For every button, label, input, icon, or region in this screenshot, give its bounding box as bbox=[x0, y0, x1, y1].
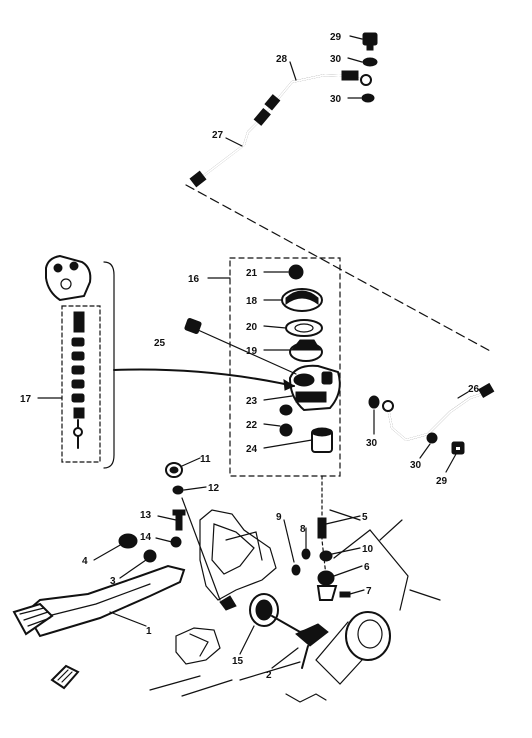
callout-2: 2 bbox=[266, 670, 272, 681]
spring-hook-11 bbox=[165, 462, 183, 478]
repair-kit-piston-stack bbox=[71, 311, 85, 449]
repair-kit-bracket bbox=[103, 261, 115, 469]
repair-kit-group-box bbox=[61, 305, 101, 463]
callout-5: 5 bbox=[362, 512, 368, 523]
callout-9: 9 bbox=[276, 512, 282, 523]
master-cylinder-group-box bbox=[229, 257, 341, 477]
callout-30-right-1: 30 bbox=[366, 438, 378, 449]
callout-15: 15 bbox=[232, 656, 244, 667]
brake-pedal bbox=[12, 564, 186, 638]
push-rod-clevis bbox=[316, 517, 338, 601]
callout-30-top-2: 30 bbox=[330, 94, 342, 105]
callout-6: 6 bbox=[364, 562, 370, 573]
washer-12 bbox=[172, 485, 184, 495]
kit-arrow-head bbox=[283, 379, 296, 391]
callout-22: 22 bbox=[246, 420, 258, 431]
push-rod bbox=[321, 475, 327, 577]
cotter-pin-7 bbox=[339, 591, 351, 598]
callout-8: 8 bbox=[300, 524, 306, 535]
leader-lines bbox=[37, 35, 469, 669]
callout-25: 25 bbox=[154, 338, 166, 349]
callout-1: 1 bbox=[146, 626, 152, 637]
master-cylinder-body bbox=[288, 364, 341, 412]
callout-24: 24 bbox=[246, 444, 258, 455]
callout-13: 13 bbox=[140, 510, 152, 521]
callout-12: 12 bbox=[208, 483, 220, 494]
pin-8 bbox=[301, 548, 311, 560]
bolt-13 bbox=[172, 509, 186, 531]
right-brake-hose bbox=[382, 382, 495, 442]
callout-29-top: 29 bbox=[330, 32, 342, 43]
reference-line bbox=[185, 184, 493, 353]
callout-26: 26 bbox=[468, 384, 480, 395]
callout-3: 3 bbox=[110, 576, 116, 587]
callout-28: 28 bbox=[276, 54, 288, 65]
copper-washer-right-1 bbox=[368, 395, 380, 409]
callout-11: 11 bbox=[200, 454, 211, 465]
adjuster-3 bbox=[143, 549, 157, 563]
callout-30-right-2: 30 bbox=[410, 460, 422, 471]
kit-arrow bbox=[113, 368, 295, 387]
callout-20: 20 bbox=[246, 322, 258, 333]
copper-washer-right-2 bbox=[426, 432, 438, 444]
callout-19: 19 bbox=[246, 346, 258, 357]
callout-18: 18 bbox=[246, 296, 258, 307]
upper-brake-hose bbox=[189, 70, 372, 188]
frame-marking-badge bbox=[50, 664, 80, 690]
callout-7: 7 bbox=[366, 586, 372, 597]
callout-30-top-1: 30 bbox=[330, 54, 342, 65]
mounting-bolt-right bbox=[279, 423, 293, 437]
union-bolt-top bbox=[362, 32, 378, 51]
pedal-shaft-2 bbox=[295, 623, 329, 669]
leader-25 bbox=[197, 329, 297, 375]
frame-sketch bbox=[149, 509, 441, 703]
callout-27: 27 bbox=[212, 130, 224, 141]
reservoir-cap-bolt bbox=[288, 264, 304, 280]
callout-14: 14 bbox=[140, 532, 152, 543]
repair-kit-cylinder-sketch bbox=[45, 254, 92, 302]
copper-washer-top-2 bbox=[361, 93, 375, 103]
callout-21: 21 bbox=[246, 268, 258, 279]
clip-9 bbox=[291, 564, 301, 576]
callout-23: 23 bbox=[246, 396, 258, 407]
union-bolt-right bbox=[451, 441, 465, 455]
return-spring-15 bbox=[249, 593, 315, 633]
reservoir-bolt-25 bbox=[184, 318, 202, 334]
copper-washer-top-1 bbox=[362, 57, 378, 67]
cap-4 bbox=[118, 533, 138, 549]
cap-diaphragm bbox=[285, 319, 323, 337]
callout-10: 10 bbox=[362, 544, 374, 555]
mounting-bolt-left bbox=[279, 404, 293, 416]
callout-17: 17 bbox=[20, 394, 32, 405]
callout-29-right: 29 bbox=[436, 476, 448, 487]
reservoir-cap bbox=[281, 288, 323, 312]
callout-4: 4 bbox=[82, 556, 88, 567]
diaphragm-plate bbox=[289, 339, 323, 362]
cylinder-boot bbox=[311, 427, 333, 453]
callout-16: 16 bbox=[188, 274, 200, 285]
